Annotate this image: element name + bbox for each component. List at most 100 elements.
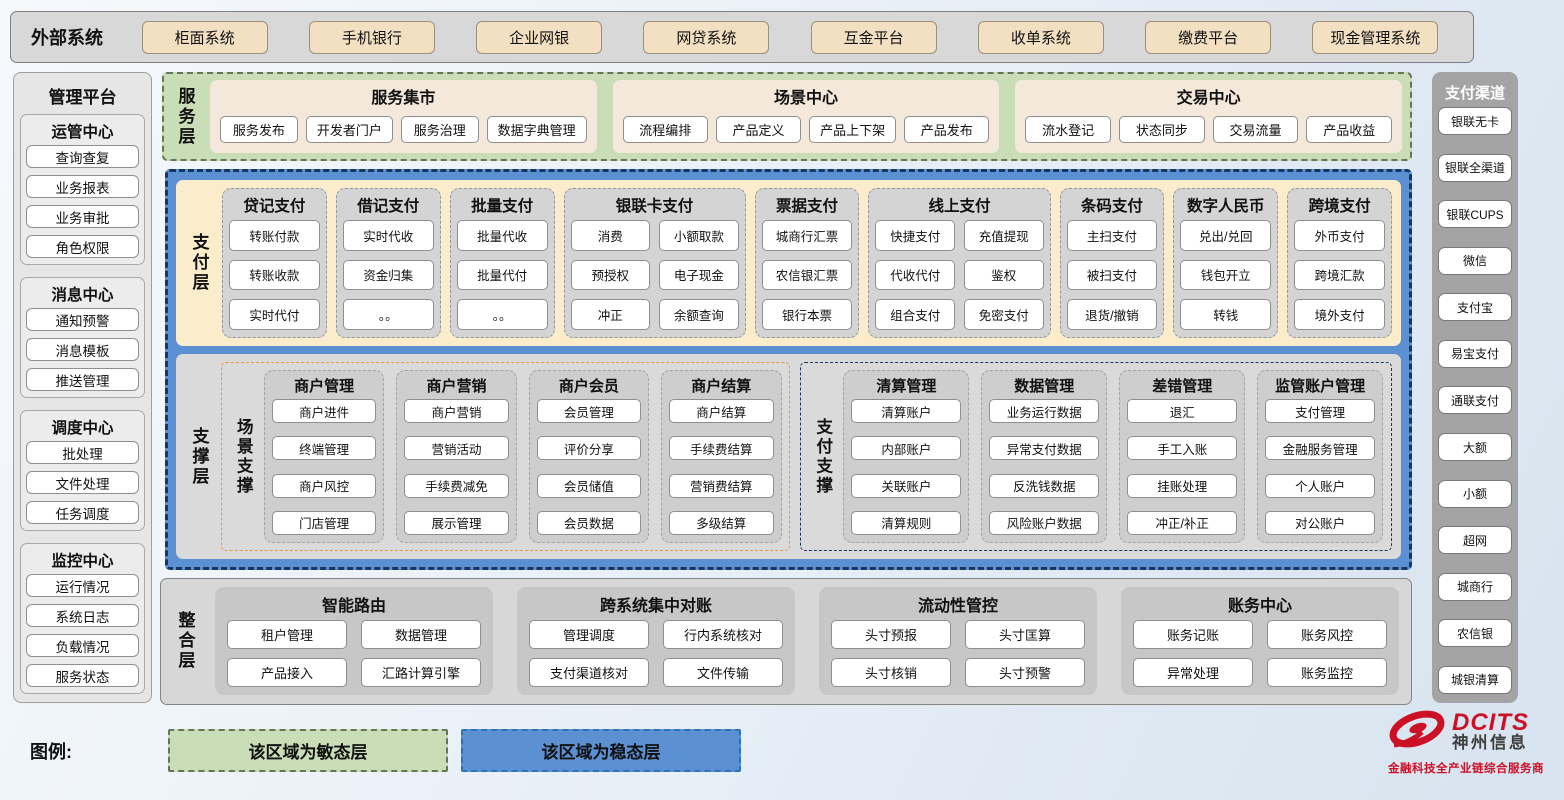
service-item[interactable]: 交易流量	[1212, 115, 1299, 143]
service-item[interactable]: 服务发布	[220, 115, 298, 143]
payment-item[interactable]: 转账付款	[229, 220, 320, 251]
payment-item[interactable]: 。。	[456, 299, 548, 330]
payment-item[interactable]: 冲正	[570, 299, 651, 330]
service-item[interactable]: 流程编排	[622, 115, 708, 143]
management-item[interactable]: 通知预警	[26, 308, 139, 331]
management-item[interactable]: 推送管理	[26, 368, 139, 391]
integration-item[interactable]: 管理调度	[529, 620, 649, 649]
support-item[interactable]: 挂账处理	[1127, 473, 1238, 498]
payment-channel-item[interactable]: 超网	[1438, 526, 1512, 555]
management-item[interactable]: 负载情况	[26, 634, 139, 657]
support-item[interactable]: 展示管理	[404, 510, 509, 535]
management-item[interactable]: 业务审批	[26, 205, 139, 228]
payment-channel-item[interactable]: 大额	[1438, 433, 1512, 462]
management-item[interactable]: 消息模板	[26, 338, 139, 361]
support-item[interactable]: 异常支付数据	[989, 436, 1100, 461]
payment-channel-item[interactable]: 银联全渠道	[1438, 153, 1512, 182]
payment-item[interactable]: 境外支付	[1294, 299, 1386, 330]
support-item[interactable]: 营销活动	[404, 436, 509, 461]
payment-item[interactable]: 兑出/兑回	[1180, 220, 1272, 251]
integration-item[interactable]: 头寸匡算	[965, 620, 1085, 649]
management-item[interactable]: 业务报表	[26, 175, 139, 198]
support-item[interactable]: 退汇	[1127, 399, 1238, 423]
payment-item[interactable]: 组合支付	[875, 299, 955, 330]
payment-channel-item[interactable]: 城商行	[1438, 572, 1512, 601]
payment-item[interactable]: 实时代付	[229, 299, 320, 330]
external-system-chip[interactable]: 互金平台	[810, 20, 937, 54]
payment-item[interactable]: 转账收款	[229, 259, 320, 291]
payment-channel-item[interactable]: 微信	[1438, 246, 1512, 275]
external-system-chip[interactable]: 手机银行	[308, 20, 435, 54]
support-item[interactable]: 商户结算	[669, 399, 774, 423]
payment-item[interactable]: 实时代收	[342, 220, 434, 251]
external-system-chip[interactable]: 企业网银	[476, 20, 603, 54]
service-item[interactable]: 流水登记	[1025, 115, 1112, 143]
service-item[interactable]: 服务治理	[400, 115, 479, 143]
payment-channel-item[interactable]: 易宝支付	[1438, 339, 1512, 368]
integration-item[interactable]: 头寸预警	[965, 658, 1085, 687]
management-item[interactable]: 系统日志	[26, 604, 139, 627]
payment-item[interactable]: 主扫支付	[1066, 220, 1158, 251]
payment-channel-item[interactable]: 通联支付	[1438, 386, 1512, 415]
integration-item[interactable]: 租户管理	[227, 620, 347, 649]
payment-item[interactable]: 小额取款	[659, 220, 739, 251]
management-item[interactable]: 批处理	[26, 441, 139, 464]
support-item[interactable]: 会员数据	[536, 510, 642, 535]
support-item[interactable]: 营销费结算	[669, 473, 774, 498]
service-item[interactable]: 状态同步	[1119, 115, 1205, 143]
payment-item[interactable]: 快捷支付	[875, 220, 955, 251]
payment-item[interactable]: 资金归集	[342, 259, 434, 291]
payment-item[interactable]: 农信银汇票	[761, 259, 853, 291]
support-item[interactable]: 内部账户	[851, 436, 962, 461]
payment-item[interactable]: 免密支付	[963, 299, 1044, 330]
service-item[interactable]: 产品定义	[715, 115, 802, 143]
payment-item[interactable]: 跨境汇款	[1294, 259, 1386, 291]
payment-item[interactable]: 。。	[342, 299, 434, 330]
payment-channel-item[interactable]: 银联无卡	[1438, 107, 1512, 135]
external-system-chip[interactable]: 收单系统	[977, 20, 1104, 54]
management-item[interactable]: 服务状态	[26, 664, 139, 687]
management-item[interactable]: 角色权限	[26, 235, 139, 258]
support-item[interactable]: 支付管理	[1265, 399, 1376, 423]
support-item[interactable]: 金融服务管理	[1265, 436, 1376, 461]
payment-item[interactable]: 代收代付	[875, 259, 955, 291]
payment-item[interactable]: 被扫支付	[1066, 259, 1158, 291]
management-item[interactable]: 任务调度	[26, 501, 139, 524]
support-item[interactable]: 评价分享	[536, 436, 642, 461]
integration-item[interactable]: 汇路计算引擎	[361, 658, 481, 687]
payment-item[interactable]: 批量代收	[456, 220, 548, 251]
payment-item[interactable]: 外币支付	[1294, 220, 1386, 251]
support-item[interactable]: 清算规则	[851, 510, 962, 535]
support-item[interactable]: 手续费结算	[669, 436, 774, 461]
payment-item[interactable]: 电子现金	[659, 259, 739, 291]
management-item[interactable]: 文件处理	[26, 471, 139, 494]
external-system-chip[interactable]: 网贷系统	[643, 20, 770, 54]
service-item[interactable]: 数据字典管理	[486, 115, 587, 143]
integration-item[interactable]: 产品接入	[227, 658, 347, 687]
payment-channel-item[interactable]: 支付宝	[1438, 293, 1512, 322]
integration-item[interactable]: 账务风控	[1267, 620, 1387, 649]
payment-item[interactable]: 鉴权	[963, 259, 1044, 291]
payment-item[interactable]: 转钱	[1180, 299, 1272, 330]
service-item[interactable]: 产品上下架	[809, 115, 897, 143]
external-system-chip[interactable]: 缴费平台	[1145, 20, 1272, 54]
service-item[interactable]: 产品收益	[1306, 115, 1393, 143]
payment-channel-item[interactable]: 农信银	[1438, 619, 1512, 648]
integration-item[interactable]: 异常处理	[1133, 658, 1253, 687]
support-item[interactable]: 手工入账	[1127, 436, 1238, 461]
support-item[interactable]: 商户营销	[404, 399, 509, 423]
service-item[interactable]: 产品发布	[904, 115, 990, 143]
support-item[interactable]: 终端管理	[272, 436, 377, 461]
support-item[interactable]: 会员管理	[536, 399, 642, 423]
integration-item[interactable]: 账务监控	[1267, 658, 1387, 687]
external-system-chip[interactable]: 柜面系统	[141, 20, 268, 54]
payment-item[interactable]: 预授权	[570, 259, 651, 291]
support-item[interactable]: 手续费减免	[404, 473, 509, 498]
integration-item[interactable]: 头寸预报	[831, 620, 951, 649]
payment-item[interactable]: 退货/撤销	[1066, 299, 1158, 330]
support-item[interactable]: 对公账户	[1265, 510, 1376, 535]
payment-item[interactable]: 批量代付	[456, 259, 548, 291]
external-system-chip[interactable]: 现金管理系统	[1312, 20, 1439, 54]
support-item[interactable]: 商户进件	[272, 399, 377, 423]
payment-channel-item[interactable]: 城银清算	[1438, 665, 1512, 694]
